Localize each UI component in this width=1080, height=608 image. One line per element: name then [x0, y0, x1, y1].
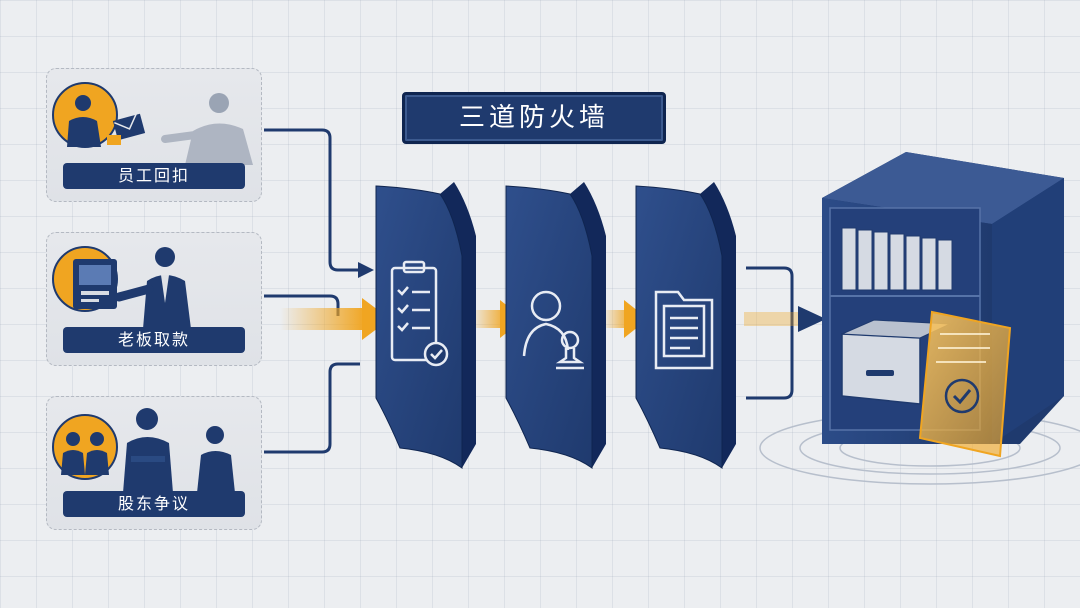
source-label-kickback: 员工回扣: [63, 163, 245, 189]
diagram-title: 三道防火墙: [402, 92, 666, 144]
binder-row: [841, 227, 953, 291]
person-seal-icon: [522, 290, 585, 370]
checklist-icon: [390, 260, 449, 367]
firewall-shield-1: [375, 182, 476, 469]
folder-document-icon: [654, 290, 714, 370]
shareholder-dispute-icon: [52, 408, 235, 493]
source-card-kickback: 员工回扣: [46, 68, 262, 202]
firewall-shield-2: [505, 182, 606, 469]
source-label-withdrawal: 老板取款: [63, 327, 245, 353]
source-label-dispute: 股东争议: [63, 491, 245, 517]
drawer: [841, 333, 921, 405]
safe-cabinet-icon: [822, 152, 1064, 458]
source-card-dispute: 股东争议: [46, 396, 262, 530]
connector-lines: [264, 128, 794, 454]
connector-arrowhead: [358, 262, 374, 278]
source-card-withdrawal: 老板取款: [46, 232, 262, 366]
firewall-shield-3: [635, 182, 736, 469]
verified-document-icon: [918, 310, 1012, 458]
employee-kickback-icon: [52, 82, 253, 165]
boss-withdrawal-icon: [52, 246, 191, 329]
